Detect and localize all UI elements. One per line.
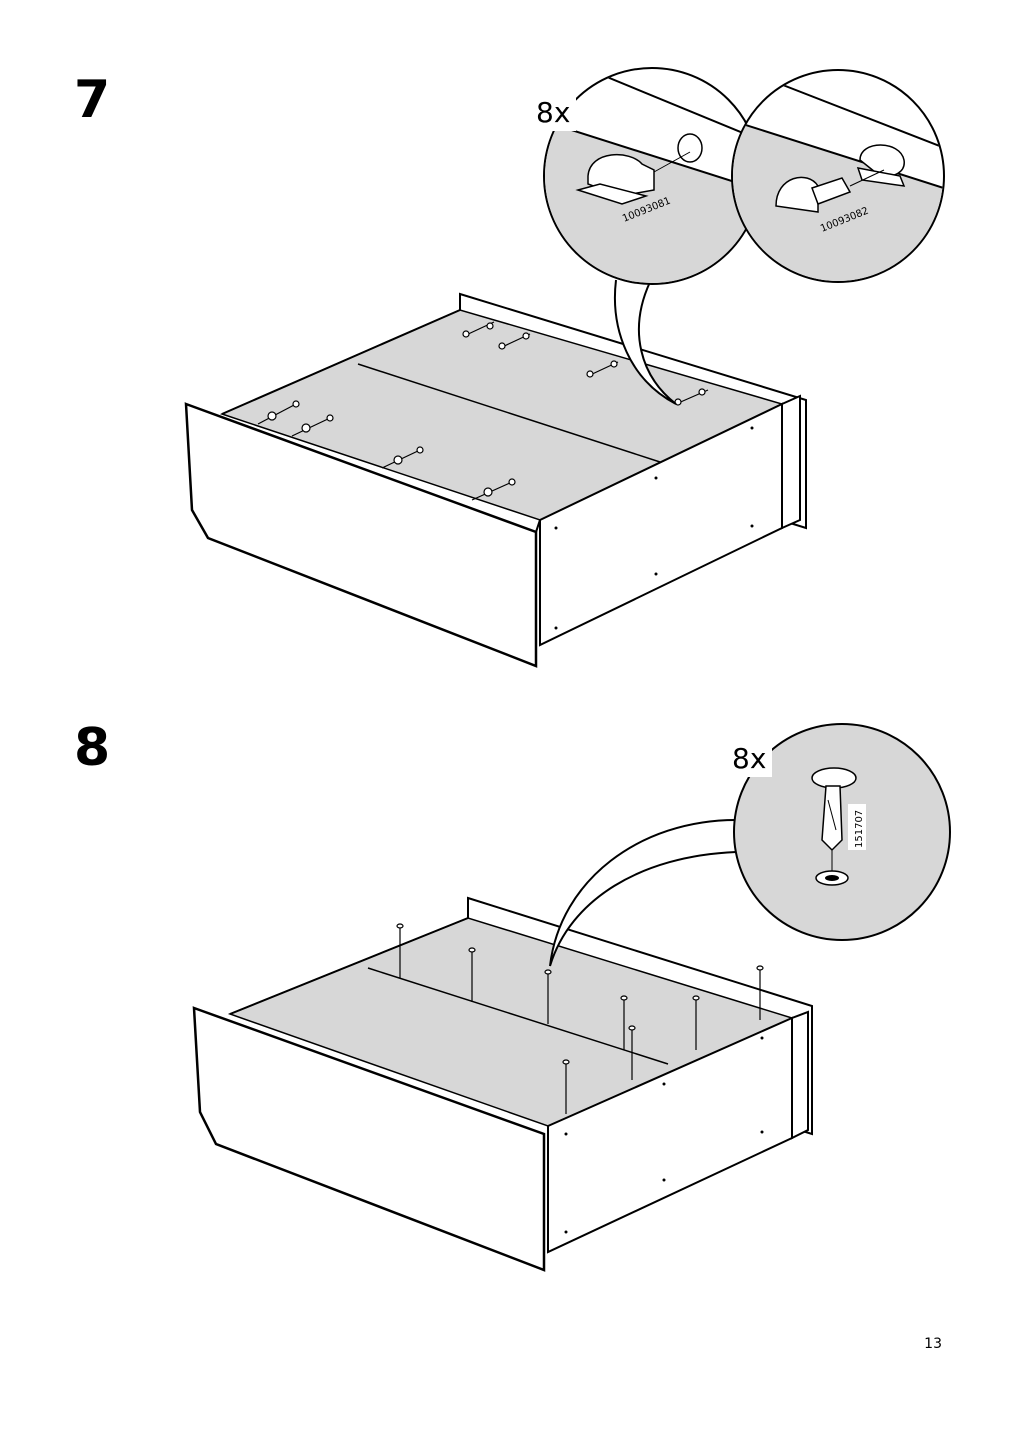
step-7-number: 7 xyxy=(74,70,111,130)
step-8-quantity: 8x xyxy=(726,742,773,777)
step-8-number: 8 xyxy=(74,718,111,778)
step-8-illustration: 151707 xyxy=(192,723,951,1272)
page-number: 13 xyxy=(924,1336,942,1352)
part-number-151707: 151707 xyxy=(854,810,865,848)
step-7-illustration: 10093081 10093082 xyxy=(184,67,945,668)
step-7-quantity: 8x xyxy=(530,96,577,131)
